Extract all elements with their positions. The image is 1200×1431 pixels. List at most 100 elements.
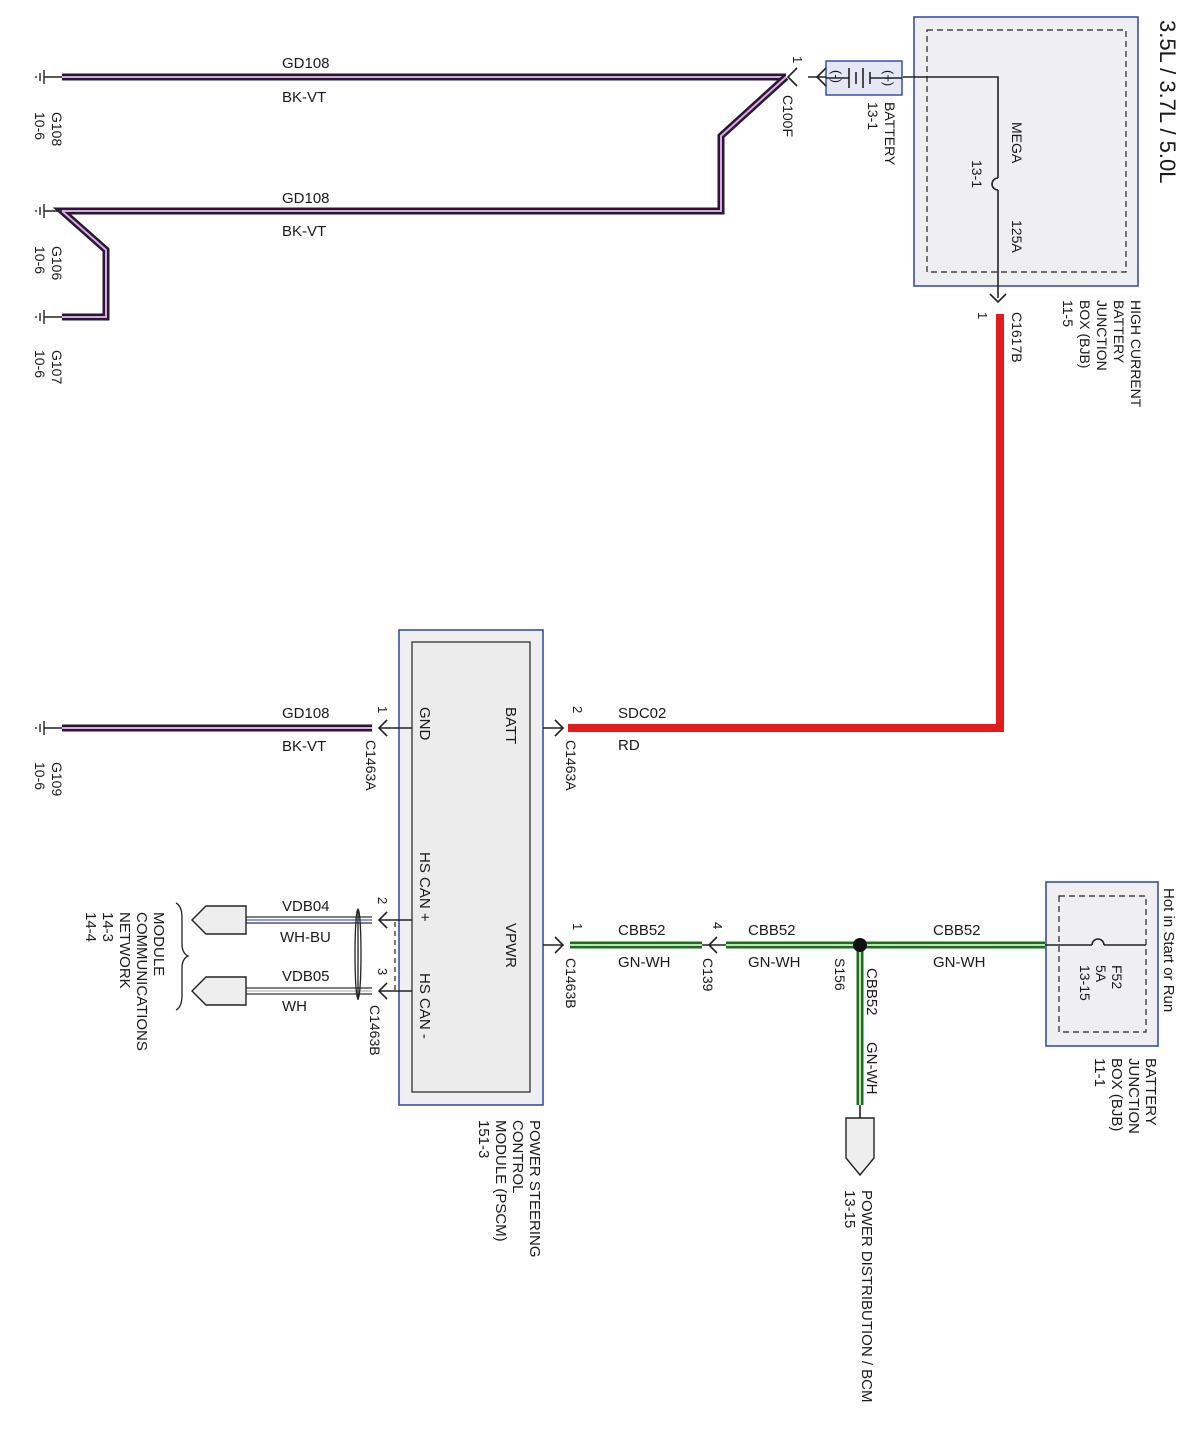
c1463a-gnd-pin: 1	[375, 706, 390, 713]
c1463b-can-minus-connector-icon	[377, 982, 412, 1000]
g107-ref: 10-6	[32, 350, 48, 378]
g106-ref: 10-6	[32, 246, 48, 274]
pin-vpwr: VPWR	[502, 923, 519, 968]
c1463b-vpwr-name: C1463B	[563, 958, 579, 1009]
battery-name: BATTERY	[882, 102, 898, 166]
svg-text:11-1: 11-1	[1091, 1058, 1108, 1087]
svg-text:151-3: 151-3	[475, 1120, 492, 1158]
high-current-bjb[interactable]: MEGA 13-1 125A	[903, 16, 1139, 298]
mega-fuse-icon	[991, 177, 999, 191]
c1463b-vpwr-pin: 1	[570, 923, 585, 930]
f52-ref: 13-15	[1077, 965, 1093, 1001]
ground-icon	[35, 70, 62, 84]
g106-name: G106	[49, 246, 65, 280]
can-plus-wire[interactable]	[246, 916, 372, 924]
network-brace-icon	[175, 902, 190, 1011]
mega-fuse-name: MEGA	[1009, 122, 1025, 164]
s156-name: S156	[832, 958, 848, 991]
power-dist-name: POWER DISTRIBUTION / BCM	[858, 1190, 875, 1403]
w10-color: WH	[282, 998, 307, 1015]
bjb-hot-text: Hot in Start or Run	[1160, 888, 1177, 1012]
svg-text:MODULE: MODULE	[150, 912, 167, 976]
c100f-name: C100F	[780, 95, 796, 137]
ground-icon	[35, 721, 62, 735]
can-minus-wire[interactable]	[246, 987, 372, 995]
w7-circuit: CBB52	[933, 922, 981, 939]
c1463a-batt-connector-icon	[543, 719, 565, 737]
svg-text:COMMUNICATIONS: COMMUNICATIONS	[133, 912, 150, 1051]
w3-color: BK-VT	[282, 738, 326, 755]
battery-ref: 13-1	[865, 102, 881, 130]
w2-circuit: GD108	[282, 190, 330, 207]
c1463b-can-plus-connector-icon	[377, 911, 412, 929]
battery-minus: (-)	[829, 70, 844, 83]
w10-circuit: VDB05	[282, 968, 330, 985]
pin-batt: BATT	[502, 707, 519, 744]
pscm-module[interactable]: BATT GND VPWR HS CAN + HS CAN -	[398, 629, 544, 1106]
ground-icon	[35, 204, 62, 218]
w4-color: RD	[618, 737, 640, 754]
battery-icon	[826, 68, 902, 88]
twisted-pair-icon	[354, 908, 362, 1000]
svg-text:BATTERY: BATTERY	[1111, 300, 1127, 364]
red-power-wire[interactable]	[568, 314, 1004, 732]
g109-name: G109	[49, 762, 65, 796]
power-dist-arrow-icon[interactable]	[845, 1117, 875, 1177]
hcbjb-label: HIGH CURRENT BATTERY JUNCTION BOX (BJB) …	[1060, 300, 1144, 408]
can-plus-pin: 2	[375, 897, 390, 904]
g109-ref: 10-6	[32, 762, 48, 790]
g108-name: G108	[49, 112, 65, 146]
c100f-connector-icon	[786, 67, 827, 87]
svg-text:BOX (BJB): BOX (BJB)	[1077, 300, 1093, 368]
bjb-box[interactable]: F52 5A 13-15	[1045, 881, 1159, 1047]
power-dist-ref: 13-15	[841, 1190, 858, 1228]
c139-connector-icon	[702, 936, 726, 954]
can-minus-arrow-icon[interactable]	[191, 976, 247, 1006]
w4-circuit: SDC02	[618, 705, 666, 722]
w8-color: GN-WH	[863, 1042, 880, 1095]
mega-fuse-rating: 125A	[1009, 220, 1025, 253]
svg-text:MODULE (PSCM): MODULE (PSCM)	[492, 1120, 509, 1242]
ground-wire-2[interactable]	[52, 74, 789, 321]
can-plus-arrow-icon[interactable]	[191, 905, 247, 935]
c1463a-batt-pin: 2	[570, 706, 585, 713]
bjb-label: BATTERY JUNCTION BOX (BJB) 11-1	[1091, 1058, 1159, 1134]
g107-name: G107	[49, 350, 65, 384]
svg-text:POWER STEERING: POWER STEERING	[526, 1120, 543, 1258]
w2-color: BK-VT	[282, 223, 326, 240]
engine-title: 3.5L / 3.7L / 5.0L	[1155, 20, 1180, 184]
svg-text:HIGH CURRENT: HIGH CURRENT	[1128, 300, 1144, 408]
network-label: MODULE COMMUNICATIONS NETWORK 14-3 14-4	[82, 912, 167, 1051]
c1463b-vpwr-connector-icon	[543, 936, 565, 954]
w8-circuit: CBB52	[863, 968, 880, 1016]
c1463b-can-name: C1463B	[367, 1005, 383, 1056]
battery[interactable]: (+) (-)	[825, 60, 903, 96]
w9-circuit: VDB04	[282, 898, 330, 915]
can-minus-pin: 3	[375, 968, 390, 975]
battery-plus: (+)	[881, 70, 896, 86]
pin-can-minus: HS CAN -	[416, 973, 433, 1039]
svg-text:14-3: 14-3	[99, 912, 116, 942]
w9-color: WH-BU	[280, 929, 331, 946]
w3-circuit: GD108	[282, 705, 330, 722]
svg-text:JUNCTION: JUNCTION	[1094, 300, 1110, 371]
w6-color: GN-WH	[748, 954, 801, 971]
svg-text:JUNCTION: JUNCTION	[1125, 1058, 1142, 1134]
svg-text:CONTROL: CONTROL	[509, 1120, 526, 1193]
c139-pin: 4	[710, 922, 725, 929]
pin-can-plus: HS CAN +	[416, 852, 433, 922]
c139-name: C139	[700, 958, 716, 992]
pin-gnd: GND	[416, 707, 433, 741]
s156-splice-icon	[853, 938, 867, 952]
svg-text:NETWORK: NETWORK	[116, 912, 133, 989]
mega-fuse-ref: 13-1	[969, 160, 985, 188]
c1463a-gnd-connector-icon	[377, 719, 412, 737]
c100f-pin: 1	[790, 56, 805, 63]
svg-text:14-4: 14-4	[82, 912, 99, 942]
c1617b-name: C1617B	[1009, 312, 1025, 363]
c1463a-gnd-name: C1463A	[363, 740, 379, 791]
svg-text:BATTERY: BATTERY	[1142, 1058, 1159, 1126]
w7-color: GN-WH	[933, 954, 986, 971]
c1617b-connector-icon	[989, 293, 1007, 304]
